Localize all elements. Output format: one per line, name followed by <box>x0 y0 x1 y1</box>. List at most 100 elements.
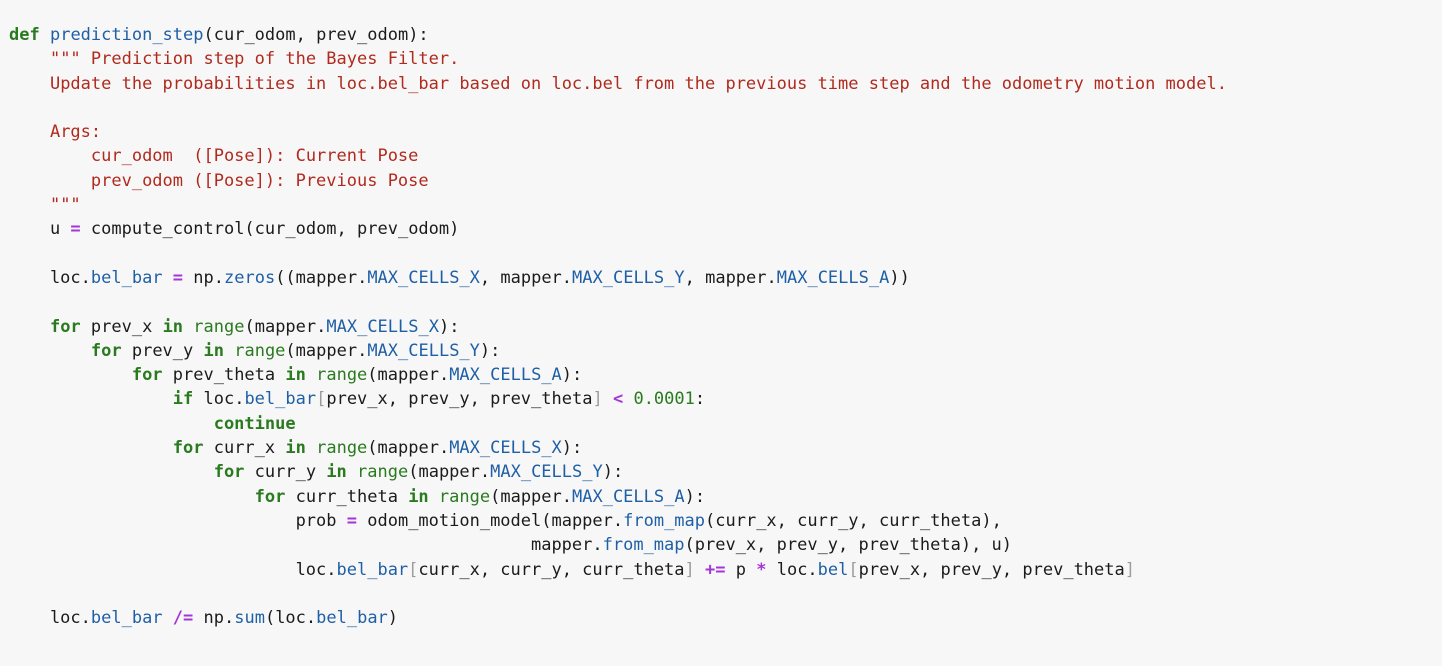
builtin-token: range <box>316 438 368 459</box>
bracket-token: [ <box>408 559 419 580</box>
text-token <box>9 341 91 361</box>
code-line: prev_odom ([Pose]): Previous Pose <box>9 169 1442 193</box>
text-token <box>9 122 50 142</box>
keyword-token: continue <box>213 413 296 434</box>
operator-token: = <box>346 510 358 531</box>
text-token: ): <box>438 316 460 337</box>
text-token: compute_control(cur_odom, prev_odom) <box>80 219 460 240</box>
code-line: for curr_theta in range(mapper.MAX_CELLS… <box>9 485 1442 509</box>
attribute-token: MAX_CELLS_A <box>572 486 685 507</box>
attribute-token: MAX_CELLS_X <box>326 316 439 337</box>
keyword-token: in <box>203 340 224 361</box>
operator-token: = <box>70 219 81 240</box>
text-token: ): <box>561 365 583 386</box>
text-token <box>9 487 255 507</box>
code-line: """ Prediction step of the Bayes Filter. <box>9 47 1442 71</box>
code-line: for curr_y in range(mapper.MAX_CELLS_Y): <box>9 460 1442 484</box>
code-line: mapper.from_map(prev_x, prev_y, prev_the… <box>9 533 1442 557</box>
text-token: ): <box>684 486 706 507</box>
attribute-token: MAX_CELLS_A <box>449 365 562 386</box>
attribute-token: MAX_CELLS_A <box>776 267 890 288</box>
operator-token: * <box>756 559 767 580</box>
code-line: cur_odom ([Pose]): Current Pose <box>9 144 1442 168</box>
text-token: ): <box>561 438 583 459</box>
text-token <box>9 171 91 191</box>
keyword-token: for <box>254 486 286 507</box>
code-line: """ <box>9 193 1442 217</box>
text-token: , mapper. <box>684 267 777 288</box>
bracket-token: ] <box>592 389 603 410</box>
string-token: prev_odom ([Pose]): Previous Pose <box>90 170 429 191</box>
text-token: np. <box>183 267 224 288</box>
text-token <box>9 462 214 482</box>
keyword-token: in <box>285 438 306 459</box>
text-token <box>9 365 132 385</box>
text-token: ): <box>602 462 624 483</box>
text-token <box>9 317 50 337</box>
code-line: for prev_y in range(mapper.MAX_CELLS_Y): <box>9 339 1442 363</box>
text-token: prev_x, prev_y, prev_theta <box>858 559 1125 580</box>
text-token: loc. <box>766 559 818 580</box>
operator-token: = <box>172 267 184 288</box>
builtin-token: range <box>234 340 286 361</box>
attribute-token: zeros <box>224 267 276 288</box>
text-token: loc. <box>9 559 337 580</box>
code-line <box>9 242 1442 266</box>
keyword-token: for <box>131 365 163 386</box>
text-token: odom_motion_model(mapper. <box>357 510 624 531</box>
text-token: (mapper. <box>490 486 572 507</box>
text-token <box>9 49 50 69</box>
code-line: for curr_x in range(mapper.MAX_CELLS_X): <box>9 436 1442 460</box>
operator-token: < <box>612 389 624 410</box>
string-token: Update the probabilities in loc.bel_bar … <box>49 73 1227 94</box>
text-token <box>695 560 705 580</box>
code-line: for prev_x in range(mapper.MAX_CELLS_X): <box>9 315 1442 339</box>
keyword-token: in <box>285 365 306 386</box>
attribute-token: bel_bar <box>316 608 388 629</box>
code-line <box>9 582 1442 606</box>
keyword-token: for <box>90 340 122 361</box>
text-token <box>40 25 50 45</box>
attribute-token: sum <box>234 608 265 629</box>
text-token: (mapper. <box>367 365 450 386</box>
code-line: def prediction_step(cur_odom, prev_odom)… <box>9 23 1442 47</box>
attribute-token: MAX_CELLS_Y <box>572 267 685 288</box>
text-token: ) <box>387 608 399 629</box>
bracket-token: [ <box>316 389 327 410</box>
text-token: curr_x <box>203 438 286 459</box>
text-token: np. <box>193 608 235 629</box>
code-line: if loc.bel_bar[prev_x, prev_y, prev_thet… <box>9 387 1442 411</box>
attribute-token: from_map <box>623 510 706 531</box>
code-line: loc.bel_bar[curr_x, curr_y, curr_theta] … <box>9 558 1442 582</box>
number-token: 0.0001 <box>633 389 695 410</box>
text-token <box>347 462 357 482</box>
keyword-token: def <box>9 25 40 45</box>
string-token: cur_odom ([Pose]): Current Pose <box>90 146 419 167</box>
text-token: (loc. <box>264 608 317 629</box>
text-token: prob <box>9 510 347 531</box>
text-token: : <box>694 389 706 410</box>
text-token: loc. <box>9 608 91 629</box>
text-token <box>623 389 633 409</box>
text-token: (mapper. <box>244 316 327 337</box>
function-name-token: prediction_step <box>49 25 204 45</box>
text-token: loc. <box>193 389 245 410</box>
code-line <box>9 290 1442 314</box>
text-token <box>163 268 173 288</box>
builtin-token: range <box>438 486 491 507</box>
attribute-token: bel_bar <box>336 559 409 580</box>
text-token: curr_y <box>244 462 327 483</box>
code-line: for prev_theta in range(mapper.MAX_CELLS… <box>9 363 1442 387</box>
bracket-token: ] <box>684 559 695 580</box>
text-token: (cur_odom, prev_odom): <box>203 25 429 45</box>
builtin-token: range <box>193 316 245 337</box>
text-token: ((mapper. <box>275 267 368 288</box>
code-line: Args: <box>9 120 1442 144</box>
attribute-token: from_map <box>602 535 685 556</box>
text-token <box>224 341 234 361</box>
attribute-token: MAX_CELLS_X <box>449 438 562 459</box>
text-token <box>306 438 316 458</box>
attribute-token: bel <box>817 559 849 580</box>
text-token: prev_x, prev_y, prev_theta <box>326 389 593 410</box>
